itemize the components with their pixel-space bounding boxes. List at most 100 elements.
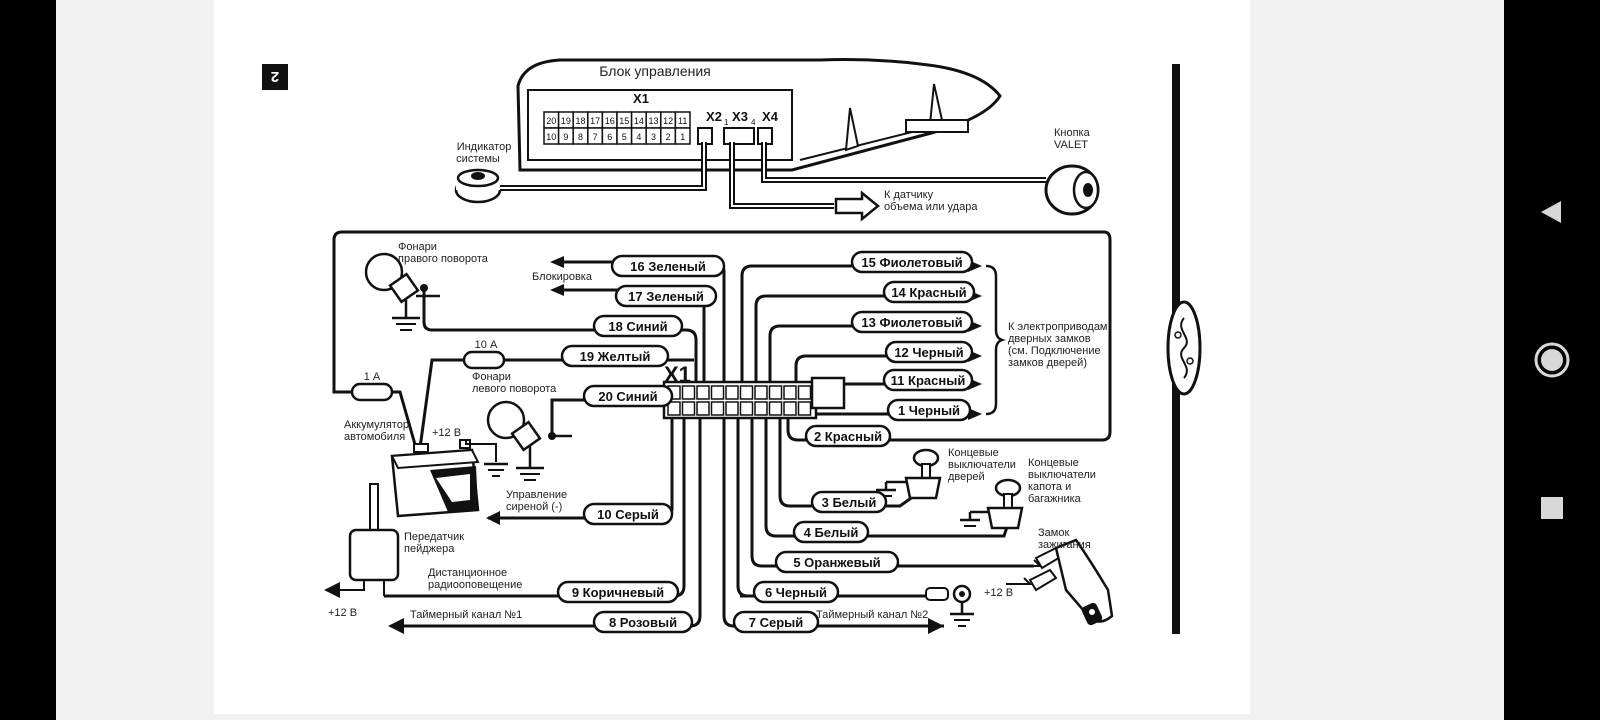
- ignition-lock-icon: [1018, 538, 1114, 626]
- wire-label-w12: 12 Черный: [894, 345, 963, 360]
- connector-cell: [696, 401, 710, 416]
- timer1-label: Таймерный канал №1: [410, 609, 522, 621]
- wire-label-w2: 2 Красный: [814, 429, 882, 444]
- wire-label-w6: 6 Черный: [765, 585, 827, 600]
- hood-switches-label-2: выключатели: [1028, 469, 1096, 481]
- wire-label-w9: 9 Коричневый: [572, 585, 664, 600]
- wire-label-pill-w5: [774, 550, 900, 574]
- pin-number: 9: [563, 132, 568, 142]
- wire-label-w11: 11 Красный: [891, 373, 966, 388]
- wire-label-w3: 3 Белый: [822, 495, 877, 510]
- wire-label-w7: 7 Серый: [749, 615, 804, 630]
- wire-label-w13: 13 Фиолетовый: [861, 315, 962, 330]
- pin-number: 12: [663, 116, 673, 126]
- door-switches-label-2: выключатели: [948, 459, 1016, 471]
- connector-cell: [667, 401, 681, 416]
- x1-connector-label: X1: [664, 362, 691, 387]
- fuse-1a-label: 1 А: [364, 371, 381, 383]
- wire-label-pill-w18: [592, 314, 684, 338]
- wire-label-pill-w15: [850, 250, 974, 274]
- connector-cell: [681, 401, 696, 416]
- pin-number: 11: [678, 116, 687, 126]
- wire-label-w10: 10 Серый: [597, 507, 659, 522]
- door-locks-label-4: замков дверей): [1008, 357, 1087, 369]
- battery-plus12-label: +12 В: [432, 427, 461, 439]
- wire-label-pill-w14: [882, 280, 976, 304]
- hood-switch-icon: [960, 478, 1024, 530]
- connector-cell: [710, 401, 725, 416]
- x1-harness-connector: X1: [662, 362, 846, 420]
- wire-label-pill-w20: [582, 384, 674, 408]
- sensor-label-2: объема или удара: [884, 201, 978, 213]
- wire-label-w1: 1 Черный: [898, 403, 960, 418]
- right-turn-lamp-icon: [364, 252, 440, 331]
- wire-label-pill-w19: [560, 344, 670, 368]
- left-turn-label-1: Фонари: [472, 371, 511, 383]
- connector-cell: [681, 385, 696, 400]
- page-badge-number: 2: [271, 68, 279, 85]
- timer2-arrow-icon: [928, 618, 944, 634]
- pin-number: 5: [622, 132, 627, 142]
- wire-label-pill-w1: [886, 398, 972, 422]
- wire-label-w4: 4 Белый: [804, 525, 859, 540]
- siren-label-1: Управление: [506, 489, 567, 501]
- connector-cell: [797, 401, 812, 416]
- hood-switches-label-4: багажника: [1028, 493, 1082, 505]
- ignition-label-1: Замок: [1038, 527, 1069, 539]
- radio-label-2: радиооповещение: [428, 579, 522, 591]
- pin-number: 6: [607, 132, 612, 142]
- wire-label-pill-w12: [884, 340, 974, 364]
- wire-label-pill-w16: [610, 254, 726, 278]
- wire-label-w17: 17 Зеленый: [628, 289, 704, 304]
- x2-socket: [697, 127, 713, 145]
- timer1-arrow-icon: [388, 618, 404, 634]
- right-turn-label-1: Фонари: [398, 241, 437, 253]
- valet-label-1: Кнопка: [1054, 127, 1091, 139]
- wire-label-w15: 15 Фиолетовый: [861, 255, 962, 270]
- wire-label-w16: 16 Зеленый: [630, 259, 706, 274]
- wire-label-pill-w10: [582, 502, 674, 526]
- connector-cell: [754, 385, 768, 400]
- back-icon[interactable]: [1528, 188, 1576, 236]
- connector-cell: [797, 385, 812, 400]
- wire-label-pill-w17: [614, 284, 718, 308]
- pin-cell: [674, 127, 691, 145]
- wire-label-pill-w8: [592, 610, 694, 634]
- w16-arrow-icon: [550, 256, 564, 268]
- w17-arrow-icon: [550, 284, 564, 296]
- sensor-arrow-icon: [834, 190, 880, 222]
- x4-socket: [757, 127, 773, 145]
- wire-label-pill-w9: [556, 580, 680, 604]
- sensor-label-1: К датчику: [884, 189, 934, 201]
- home-icon[interactable]: [1528, 336, 1576, 384]
- connector-cell: [725, 385, 739, 400]
- wire-label-pill-w4: [792, 520, 870, 544]
- door-switch-icon: [876, 448, 942, 500]
- x4-label: X4: [762, 109, 779, 124]
- battery-label-2: автомобиля: [344, 431, 405, 443]
- siren-label-2: сиреной (-): [506, 501, 562, 513]
- x3-label: X3: [732, 109, 748, 124]
- wire-label-pill-w3: [810, 490, 888, 514]
- left-black-border: [0, 0, 56, 720]
- wire-label-pill-w2: [804, 424, 892, 448]
- valet-label-2: VALET: [1054, 139, 1088, 151]
- plus12-left-label: +12 В: [328, 607, 357, 619]
- connector-cell: [754, 401, 768, 416]
- fuse-10a: 10 А: [418, 339, 506, 449]
- pin-number: 17: [590, 116, 600, 126]
- siren-arrow-icon: [486, 511, 500, 525]
- blocking-label: Блокировка: [532, 271, 593, 283]
- pin-number: 19: [561, 116, 571, 126]
- pin-number: 8: [578, 132, 583, 142]
- indicator-label-1: Индикатор: [457, 141, 512, 153]
- door-switches-label-3: дверей: [948, 471, 985, 483]
- connector-cell: [696, 385, 710, 400]
- recents-icon[interactable]: [1528, 484, 1576, 532]
- pin-number: 10: [546, 132, 556, 142]
- wire-label-pill-w6: [752, 580, 840, 604]
- ignition-plus12-label: +12 В: [984, 587, 1013, 599]
- wire-label-pill-w7: [732, 610, 820, 634]
